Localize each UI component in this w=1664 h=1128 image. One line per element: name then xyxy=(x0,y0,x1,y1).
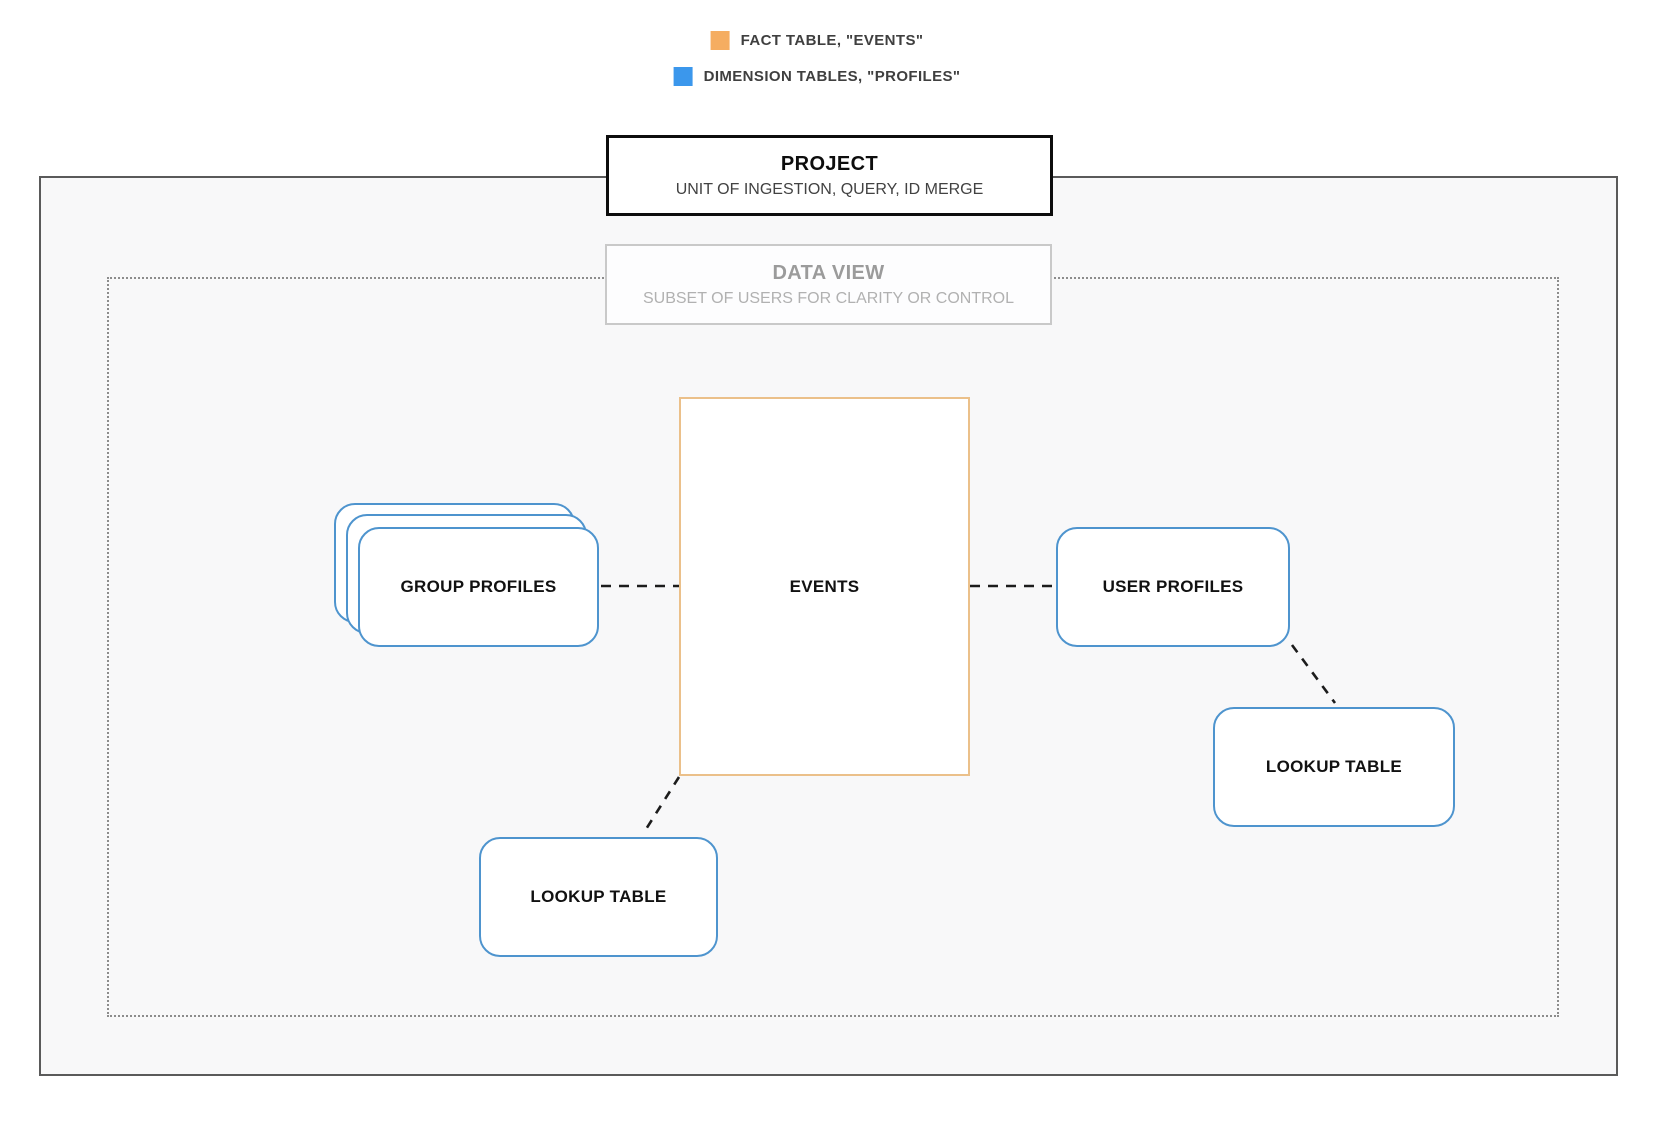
data-view-title: DATA VIEW xyxy=(772,261,885,284)
legend-item-dimension-tables: DIMENSION TABLES, "PROFILES" xyxy=(673,67,961,86)
project-subtitle: UNIT OF INGESTION, QUERY, ID MERGE xyxy=(675,180,984,198)
data-view-subtitle: SUBSET OF USERS FOR CLARITY OR CONTROL xyxy=(642,289,1015,307)
node-lookup-table-right: LOOKUP TABLE xyxy=(1213,707,1455,827)
node-user-profiles-label: USER PROFILES xyxy=(1102,577,1244,596)
data-view-header-box: DATA VIEW SUBSET OF USERS FOR CLARITY OR… xyxy=(605,244,1052,325)
node-user-profiles: USER PROFILES xyxy=(1056,527,1290,647)
node-group-profiles-label: GROUP PROFILES xyxy=(400,577,557,596)
project-header-box: PROJECT UNIT OF INGESTION, QUERY, ID MER… xyxy=(606,135,1053,216)
node-events: EVENTS xyxy=(679,397,970,776)
node-lookup-table-bottom-label: LOOKUP TABLE xyxy=(530,887,667,906)
node-group-profiles: GROUP PROFILES xyxy=(358,527,599,647)
fact-table-color-swatch xyxy=(710,31,730,50)
dimension-tables-color-swatch xyxy=(673,67,693,86)
legend-label-fact-table: FACT TABLE, "EVENTS" xyxy=(740,32,924,49)
node-events-label: EVENTS xyxy=(789,576,860,596)
node-lookup-table-bottom: LOOKUP TABLE xyxy=(479,837,718,957)
legend-label-dimension-tables: DIMENSION TABLES, "PROFILES" xyxy=(703,68,961,85)
node-lookup-table-right-label: LOOKUP TABLE xyxy=(1265,757,1403,776)
legend: FACT TABLE, "EVENTS" DIMENSION TABLES, "… xyxy=(673,31,961,86)
project-title: PROJECT xyxy=(780,152,879,175)
legend-item-fact-table: FACT TABLE, "EVENTS" xyxy=(710,31,924,50)
